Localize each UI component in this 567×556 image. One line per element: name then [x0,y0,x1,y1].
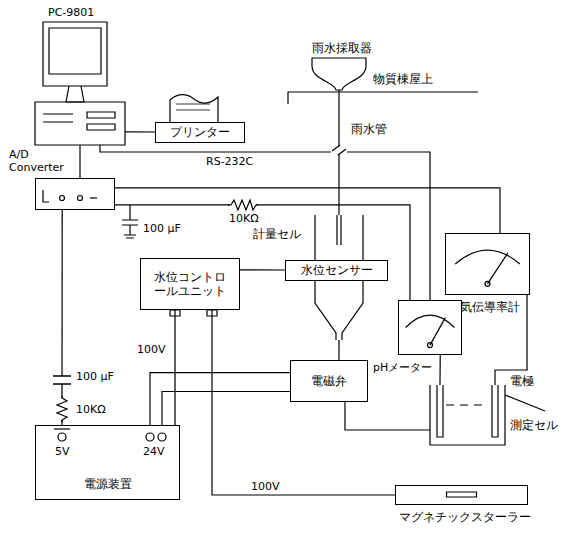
outline [87,124,115,130]
funnel-drawing [312,58,366,90]
solenoid-valve: 電磁弁 [290,360,368,402]
roof-line [288,92,478,104]
edge-label: RS-232C [205,155,254,168]
outline [207,310,217,316]
control-unit: 水位コントロールユニット [140,258,240,310]
pipe-break [331,145,347,155]
electrode-label: 電極 [509,374,535,388]
node-label: pHメーター [373,361,432,374]
node-label: プリンター [170,125,230,139]
outline [455,250,520,264]
outline [446,404,482,405]
printer-paper-lines [176,104,210,110]
outline [405,315,454,327]
outline [66,86,84,102]
outline [505,395,545,411]
ad-converter: A/D Converter [35,178,115,210]
capacitor-symbol [122,205,138,238]
drain-pipe [338,340,339,360]
node-label: 計量セル [253,227,301,241]
outline [59,195,64,200]
power-wire [174,310,175,425]
ad-drawing [35,178,115,210]
signal-wire [115,205,410,300]
power-wire [212,310,395,495]
resistor-value: 10KΩ [228,212,260,225]
outline [58,433,66,441]
ctrl-drawing [140,258,240,310]
valve-wire [150,373,290,425]
node-label: 雨水採取器 [312,41,372,55]
voltage-label: 100V [136,343,167,356]
valve-wire [162,392,290,426]
outline [146,433,154,441]
outline [437,385,443,437]
outline [43,22,107,86]
edge-label: 100V [250,480,281,493]
outline [87,112,115,118]
cable [79,145,80,178]
outline [90,197,97,198]
resistor-symbol [56,396,68,422]
node-label: 電源装置 [84,477,132,491]
printer-box: プリンター [155,122,245,143]
outline [485,281,490,286]
roof-label: 物質棟屋上 [372,72,434,86]
outline [430,317,445,345]
node-label: 水位センサー [301,263,373,277]
ph-meter: pHメーター [398,300,462,355]
pc-drawing [35,22,125,145]
measuring-cell: 測定セル [430,385,505,445]
meter-drawing [445,233,530,295]
node-label: 電磁弁 [311,374,347,388]
outline [49,28,101,74]
power-wire [61,210,62,425]
meter-drawing [398,300,462,355]
rain-collector: 雨水採取器 [312,58,366,90]
printer-paper [170,95,218,122]
node-label: 測定セル [510,418,558,432]
outline [487,253,507,284]
outline [43,190,49,202]
sample-pipe [345,402,430,430]
outline [43,114,73,122]
node-label: PC-9801 [48,6,94,19]
outline [492,385,498,437]
conductivity-meter: 電気伝導率計 [445,233,530,295]
capacitor-symbol [52,376,72,384]
resistor-value: 10KΩ [75,403,107,416]
terminal-label: 5V [54,445,71,458]
capacitor-value: 100 μF [75,370,115,383]
power-supply: 電源装置 [35,425,180,500]
terminal-label: 24V [142,445,166,458]
capacitor-value: 100 μF [142,222,182,235]
outline [35,102,125,145]
outline [427,342,432,347]
magnetic-stirrer: マグネチックスターラー [395,485,528,505]
outline [446,492,476,497]
electrode-cable [439,355,440,385]
outline [430,385,505,445]
computer: PC-9801 [35,22,125,145]
node-label: マグネチックスターラー [399,510,531,524]
node-label: 水位コントロールユニット [153,270,227,299]
level-sensor: 水位センサー [285,260,388,281]
outline [158,433,166,441]
resistor-symbol [228,199,258,211]
stirrer-drawing [395,485,528,505]
outline [337,215,341,245]
beaker-drawing [430,385,505,445]
outline [312,58,366,90]
outline [77,195,82,200]
pipe-label: 雨水管 [350,122,388,136]
outline [54,428,70,429]
cable [125,131,155,132]
sensor-cable [240,269,285,270]
node-label: A/D Converter [9,148,67,174]
outline [170,310,180,316]
